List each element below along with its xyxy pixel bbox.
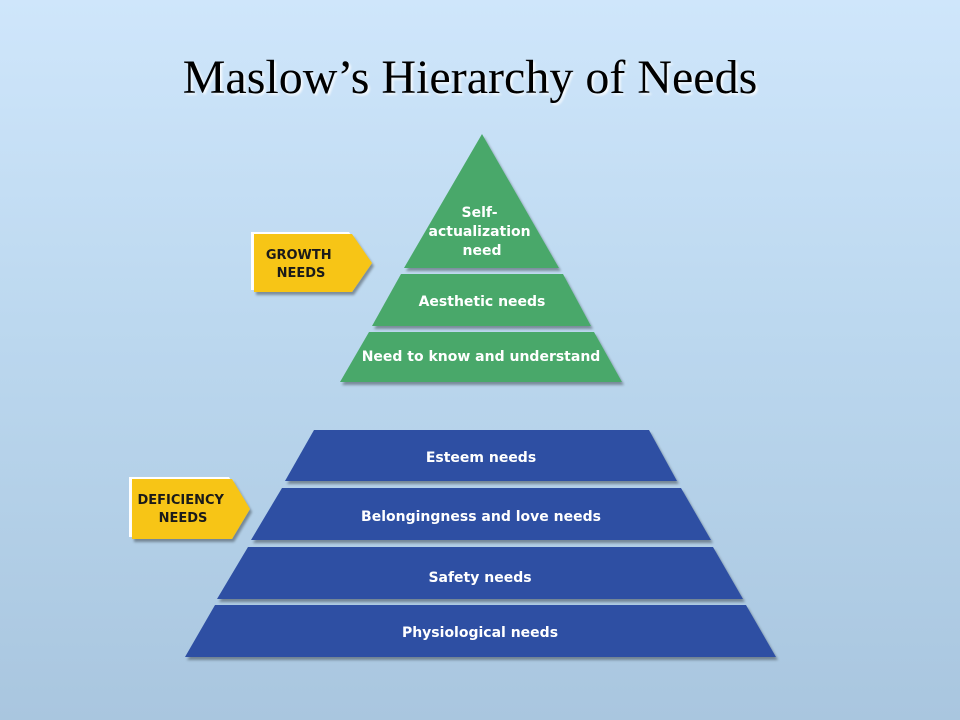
- deficiency-tier-esteem: Esteem needs: [285, 430, 677, 481]
- tier-label-know-understand: Need to know and understand: [362, 349, 601, 365]
- growth-needs-label-line2: NEEDS: [277, 266, 326, 281]
- deficiency-tier-safety: Safety needs: [217, 547, 743, 599]
- deficiency-needs-arrow: [132, 479, 250, 539]
- deficiency-needs-tag: DEFICIENCY NEEDS: [129, 477, 250, 539]
- deficiency-needs-label-line2: NEEDS: [159, 511, 208, 526]
- deficiency-needs-label-line1: DEFICIENCY: [137, 493, 224, 508]
- tier-label-line: need: [463, 243, 502, 259]
- tier-label-physiological: Physiological needs: [402, 625, 558, 641]
- tier-label-self-actualization: Self- actualization need: [429, 205, 536, 259]
- growth-tier-self-actualization: Self- actualization need: [404, 134, 559, 268]
- deficiency-tier-belongingness: Belongingness and love needs: [251, 488, 711, 540]
- deficiency-needs-label: DEFICIENCY NEEDS: [137, 493, 228, 526]
- growth-needs-arrow: [254, 234, 372, 292]
- growth-tier-aesthetic: Aesthetic needs: [372, 274, 591, 326]
- growth-needs-label-line1: GROWTH: [266, 248, 332, 263]
- growth-tier-know-understand: Need to know and understand: [340, 332, 622, 382]
- tier-label-safety: Safety needs: [428, 570, 531, 586]
- tier-label-belongingness: Belongingness and love needs: [361, 509, 601, 525]
- tier-label-line: Self-: [462, 205, 498, 221]
- growth-needs-tag: GROWTH NEEDS: [251, 232, 372, 292]
- tier-label-line: actualization: [429, 224, 531, 240]
- growth-needs-label: GROWTH NEEDS: [266, 248, 336, 281]
- deficiency-tier-physiological: Physiological needs: [185, 605, 776, 657]
- tier-label-aesthetic: Aesthetic needs: [419, 294, 546, 310]
- page-title: Maslow’s Hierarchy of Needs: [182, 51, 758, 104]
- tier-label-esteem: Esteem needs: [426, 450, 536, 466]
